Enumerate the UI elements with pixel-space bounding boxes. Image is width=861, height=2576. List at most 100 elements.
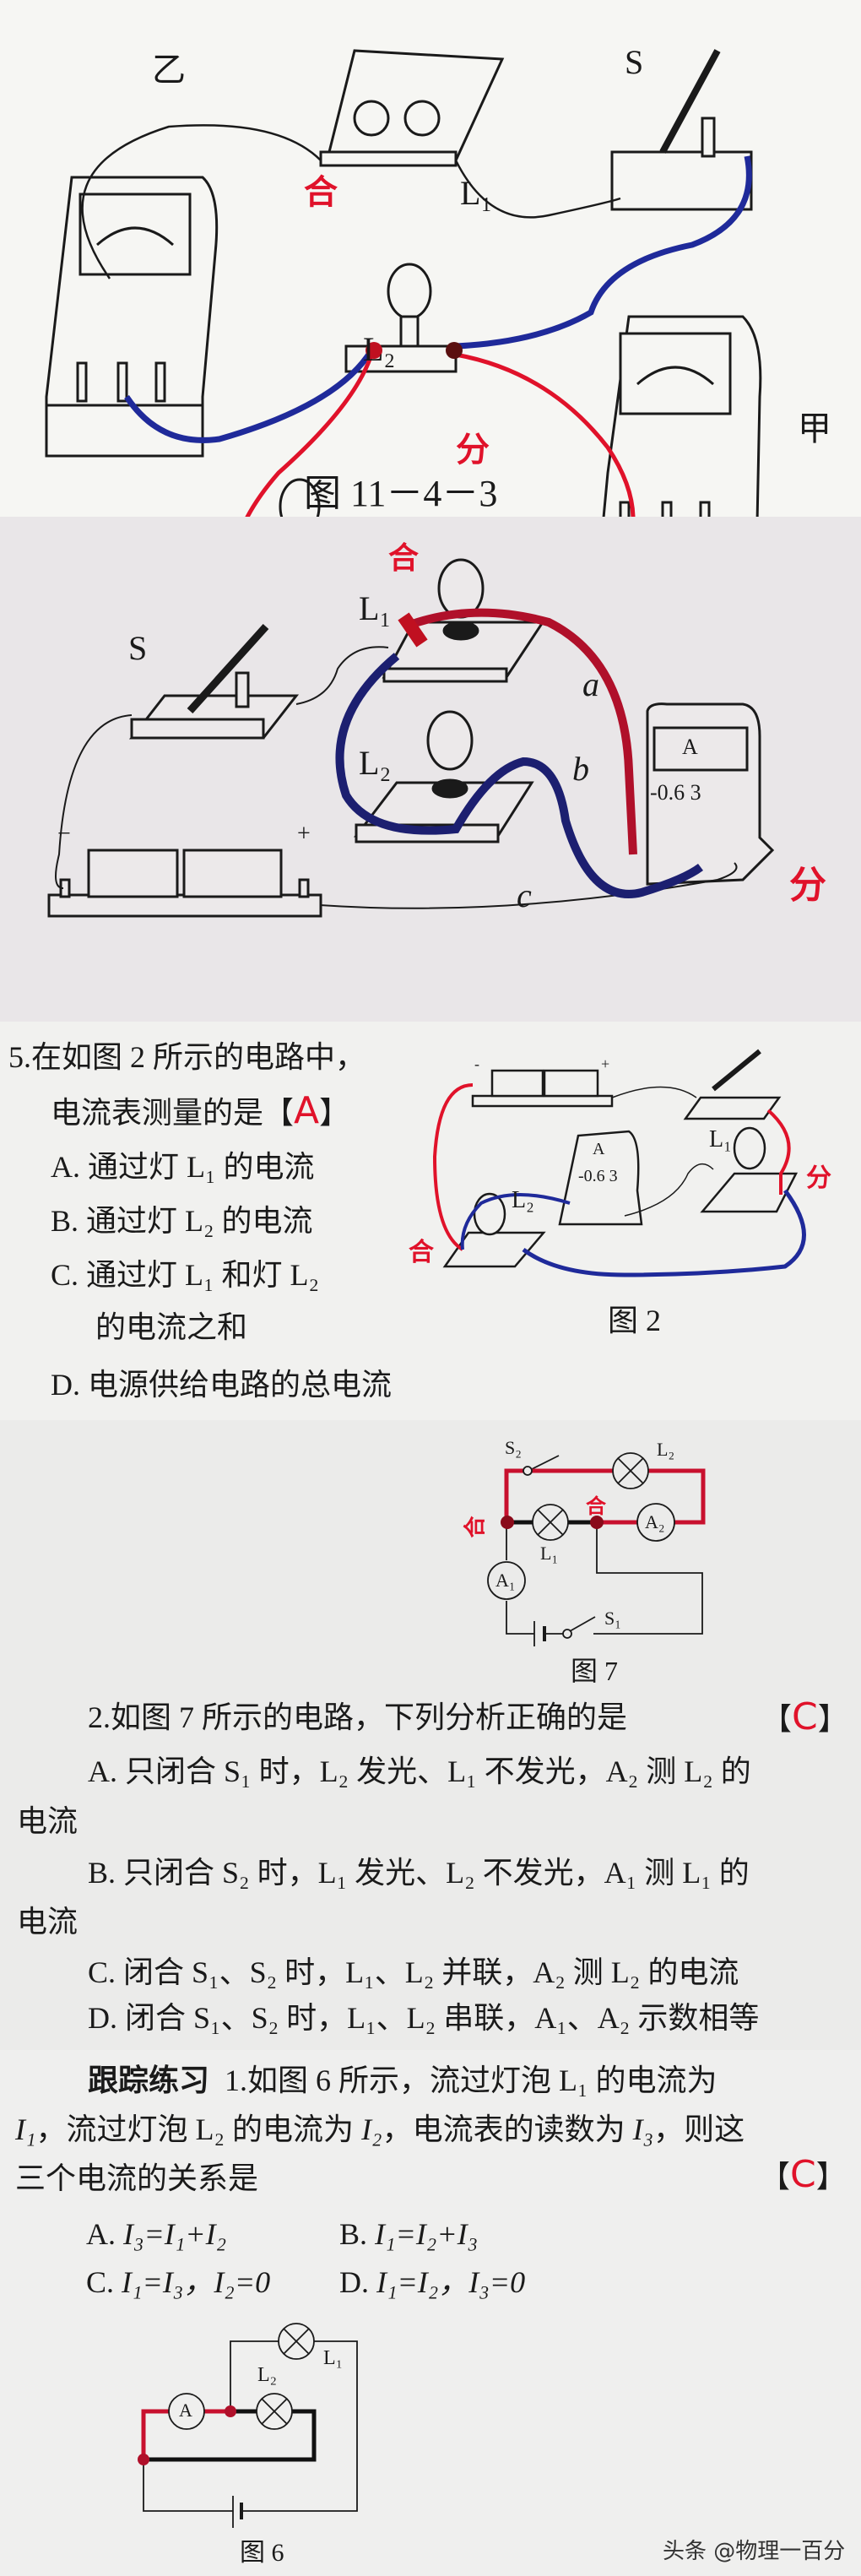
handwritten-he-left: 合 [463,1516,489,1538]
ammeter-label: A [179,2400,192,2421]
junction-dot [501,1516,514,1529]
ammeter-a1 [487,1561,526,1600]
lamp-l2 [279,478,321,517]
label-s: S [128,629,148,667]
label-jia: 甲 [798,409,831,447]
label-l2: L₂ [257,2364,278,2386]
line-2b-text: ，电流表的读数为 [382,2112,633,2146]
option-label: B. [339,2217,368,2251]
stem-text: 电流表测量的是【 [51,1096,295,1130]
option-expr: I₁=I₂+I₃ [375,2217,479,2251]
var-i3: I₃ [632,2112,654,2146]
ammeter-yi [45,176,219,458]
question-stem: 5.在如图 2 所示的电路中， [8,1040,366,1074]
question-stem-2: 电流表测量的是【A】 [51,1093,350,1131]
option-d: D. I₁=I₂，I₃=0 [339,2265,525,2299]
answer-bracket: 【C】 [760,2156,847,2194]
knife-switch [128,623,300,740]
option-expr: I₁=I₃，I₂=0 [122,2265,271,2299]
label-l1: L₁ [709,1126,732,1152]
circuit-figure-6 [138,2323,358,2528]
option-expr: I₃=I₁+I₂ [123,2217,227,2251]
question-stem: 2.如图 7 所示的电路，下列分析正确的是 [88,1700,628,1734]
circuit-photo-abc [47,558,775,918]
wire-left-2 [506,1601,534,1635]
option-a: A. 通过灯 L₁ 的电流 [51,1150,315,1184]
wire-blue-2 [124,349,374,443]
battery-holder [319,49,505,167]
switch-s2-pivot [523,1466,533,1476]
wire-red-stub [398,612,428,648]
circuit-photo-section: S L₁ L₂ a b c A -0.6 3 − + 合 分 [0,517,861,1022]
handwritten-fen: 分 [806,1163,831,1193]
wire-red-2 [245,354,374,517]
option-b: B. 只闭合 S₂ 时，L₁ 发光、L₂ 不发光，A₁ 测 L₁ 的 [88,1856,750,1890]
question-5-section: 5.在如图 2 所示的电路中， 电流表测量的是【A】 A. 通过灯 L₁ 的电流… [0,1022,861,1420]
handwritten-fen: 分 [789,864,826,907]
wire-left-bottom [143,2459,233,2512]
wire-b-blue [335,653,703,898]
question-line-3: 三个电流的关系是 [15,2161,259,2195]
wire-thin [55,714,133,889]
figure-caption: 图 6 [240,2539,284,2567]
answer-bracket: 【C】 [761,1699,848,1737]
junction-dot [225,2405,236,2417]
bracket-close: 】 [319,1096,350,1130]
battery [471,1069,614,1108]
junction-dot [446,342,463,359]
wire-blue [522,1189,806,1277]
figure-caption: 图 11－4－3 [304,473,498,514]
label-s2: S₂ [505,1437,522,1458]
label-l2: L₂ [359,744,392,782]
junction-dot [138,2454,149,2465]
bracket-close: 】 [815,2160,847,2194]
label-l1: L₁ [359,589,392,627]
exercise-heading: 跟踪练习 [88,2064,210,2097]
label-l2: L₂ [657,1439,675,1460]
ammeter [646,702,775,886]
option-a: A. I₃=I₁+I₂ [86,2217,226,2251]
label-l1: L₁ [323,2347,344,2369]
handwritten-he: 合 [388,541,420,576]
handwritten-answer: C [792,1695,818,1738]
line-1-text: 1.如图 6 所示，流过灯泡 L₁ 的电流为 [225,2064,718,2097]
option-a: A. 只闭合 S₁ 时，L₂ 发光、L₁ 不发光，A₂ 测 L₂ 的 [88,1754,751,1788]
label-l2: L₂ [363,330,396,368]
battery-minus: - [474,1055,479,1072]
label-l1: L₁ [460,174,493,212]
junction-dot [590,1516,604,1529]
question-line-1: 跟踪练习 1.如图 6 所示，流过灯泡 L₁ 的电流为 [88,2064,718,2097]
option-expr: I₁=I₂，I₃=0 [376,2265,526,2299]
label-l2: L₂ [512,1187,534,1213]
handwritten-he: 合 [409,1238,434,1267]
option-d: D. 闭合 S₁、S₂ 时，L₁、L₂ 串联，A₁、A₂ 示数相等 [88,2001,760,2035]
label-a1: A₁ [495,1570,516,1591]
ammeter [168,2393,205,2430]
battery [47,849,322,918]
line-2-text: ，流过灯泡 L₂ 的电流为 [35,2112,362,2146]
option-d: D. 电源供给电路的总电流 [51,1368,392,1402]
ammeter-label: A [682,735,698,759]
label-c: c [517,876,532,914]
circuit-photo-figure-11-4-3 [45,49,762,517]
knife-switch [683,1049,782,1120]
option-b-cont: 电流 [17,1905,79,1939]
ammeter [558,1130,643,1226]
label-b: b [572,750,589,788]
figure-caption: 图 2 [608,1304,662,1337]
wire-l1-branch [230,2340,358,2512]
figure-caption: 图 7 [571,1656,619,1686]
lamp-l2 [256,2393,293,2430]
ammeter-jia [602,315,762,517]
ammeter-scale: -0.6 3 [650,780,701,805]
lamp-l2 [612,1452,649,1489]
circuit-figure-7 [487,1452,706,1646]
question-line-2: I₁，流过灯泡 L₂ 的电流为 I₂，电流表的读数为 I₃，则这 [15,2112,745,2146]
ammeter-scale: -0.6 3 [578,1167,618,1185]
handwritten-he-mid: 合 [586,1494,606,1518]
switch-s2-blade [531,1455,560,1470]
battery-plus: + [297,821,311,847]
handwritten-he: 合 [304,173,338,212]
circuit-figure-2 [432,1049,806,1277]
handwritten-answer: C [790,2153,816,2196]
